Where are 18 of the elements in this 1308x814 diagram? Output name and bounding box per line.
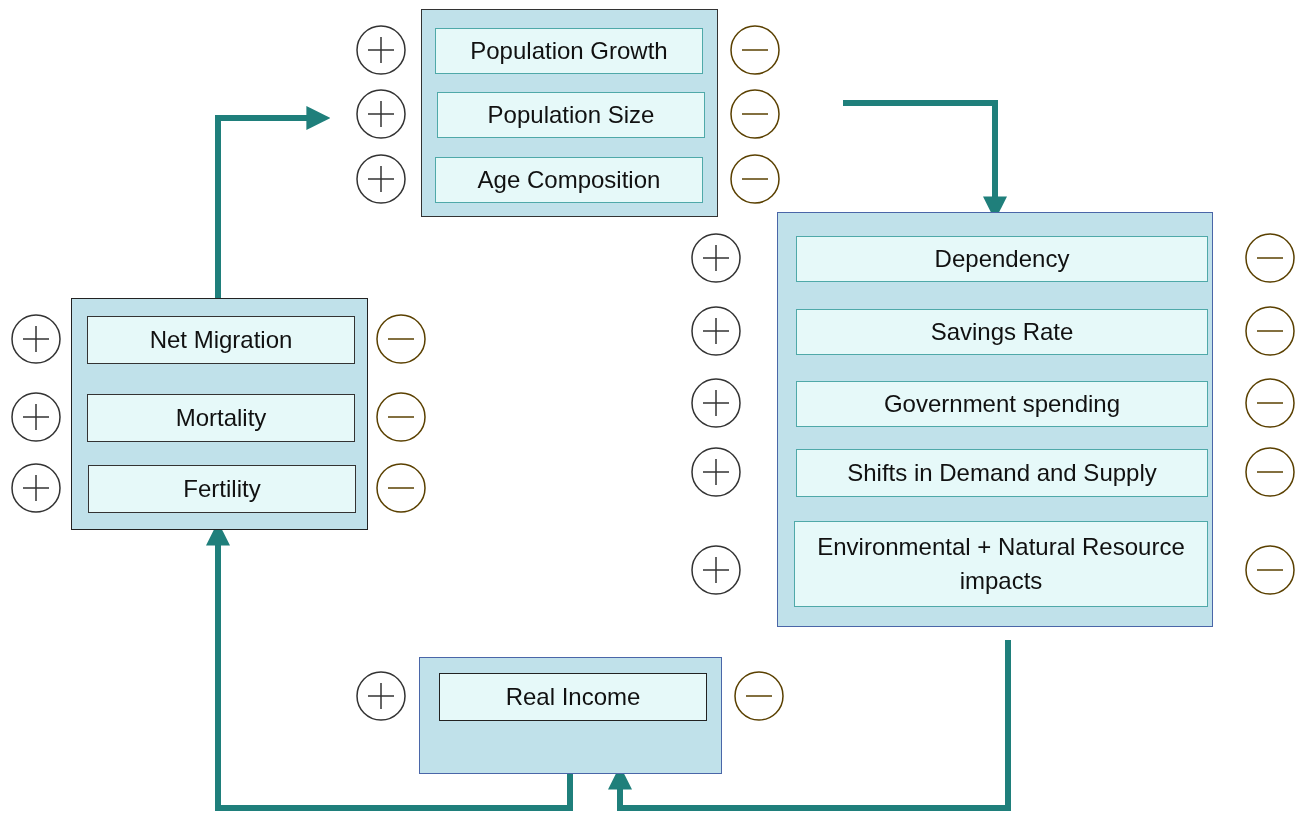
factor-box: Population Growth [435,28,703,74]
arrow [215,106,331,298]
factor-box: Net Migration [87,316,355,364]
factor-box: Savings Rate [796,309,1208,355]
factor-box: Environmental + Natural Resource impacts [794,521,1208,607]
group-box [419,657,722,774]
arrow [608,640,1011,811]
group-box [421,9,718,217]
group-box [71,298,368,530]
factor-box: Shifts in Demand and Supply [796,449,1208,497]
factor-box: Government spending [796,381,1208,427]
factor-box: Population Size [437,92,705,138]
factor-box: Fertility [88,465,356,513]
factor-box: Age Composition [435,157,703,203]
factor-box: Real Income [439,673,707,721]
factor-box: Dependency [796,236,1208,282]
group-box [777,212,1213,627]
factor-box: Mortality [87,394,355,442]
